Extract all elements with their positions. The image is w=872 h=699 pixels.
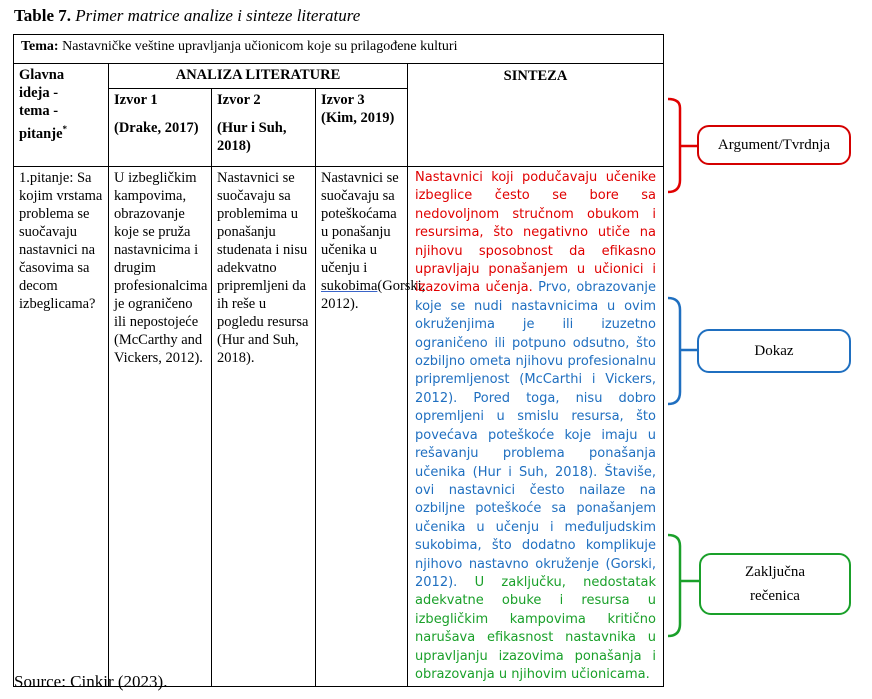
question-cell: 1.pitanje: Sa kojim vrstama problema se … — [13, 165, 109, 688]
source-2-label: Izvor 2 — [217, 92, 261, 108]
main-idea-line-2: ideja - — [19, 85, 59, 101]
argument-label-box: Argument/Tvrdnja — [697, 125, 851, 165]
footnote-mark: * — [62, 124, 68, 134]
evidence-label-box: Dokaz — [697, 329, 851, 373]
tema-text: Nastavničke veštine upravljanja učionico… — [62, 39, 458, 54]
underlined-word: sukobima — [321, 278, 378, 294]
source-2-cell: Nastavnici se suočavaju sa problemima u … — [211, 165, 316, 688]
source-2-ref: (Hur i Suh, 2018) — [217, 120, 287, 154]
sources-row: Izvor 1 (Drake, 2017) Izvor 2 (Hur i Suh… — [14, 88, 664, 167]
synthesis-header: SINTEZA — [407, 63, 664, 167]
tema-cell: Tema: Nastavničke veštine upravljanja uč… — [13, 34, 664, 64]
source-1-ref: (Drake, 2017) — [114, 120, 199, 136]
main-idea-line-1: Glavna — [19, 67, 65, 83]
source-1-label: Izvor 1 — [114, 92, 158, 108]
source-1-cell: U izbegličkim kampovima, obrazovanje koj… — [108, 165, 212, 688]
conclusion-label-box: Zaključna rečenica — [699, 553, 851, 615]
evidence-bracket — [667, 296, 682, 406]
table-number: Table 7. — [14, 6, 72, 25]
conclusion-bracket — [667, 533, 682, 638]
evidence-label: Dokaz — [754, 343, 794, 359]
source-3-header: Izvor 3 (Kim, 2019) — [315, 88, 408, 167]
literature-matrix-table: Tema: Nastavničke veštine upravljanja uč… — [13, 34, 664, 688]
source-3-label: Izvor 3 — [321, 92, 365, 108]
tema-row: Tema: Nastavničke veštine upravljanja uč… — [13, 34, 664, 64]
conclusion-label-line-1: Zaključna — [745, 564, 805, 580]
source-3-cell: Nastavnici se suočavaju sa poteškoćama u… — [315, 165, 425, 688]
source-2-header: Izvor 2 (Hur i Suh, 2018) — [211, 88, 316, 167]
argument-label: Argument/Tvrdnja — [717, 137, 831, 153]
synthesis-evidence: Prvo, obrazovanje koje se nudi nastavnic… — [415, 280, 656, 590]
argument-bracket — [667, 97, 682, 194]
question-row: 1.pitanje: Sa kojim vrstama problema se … — [13, 165, 664, 688]
header-row: Glavna ideja - tema - pitanje* ANALIZA L… — [13, 63, 664, 167]
main-idea-header: Glavna ideja - tema - pitanje* — [13, 63, 109, 167]
synthesis-argument: Nastavnici koji podučavaju učenike izbeg… — [415, 170, 656, 296]
source-note: Source: Cinkir (2023). — [14, 672, 168, 691]
source-3-ref: (Kim, 2019) — [321, 110, 395, 126]
tema-label: Tema: — [21, 39, 59, 54]
synthesis-cell: Nastavnici koji podučavaju učenike izbeg… — [407, 165, 664, 688]
conclusion-label-line-2: rečenica — [750, 588, 800, 604]
main-idea-line-3: tema - — [19, 103, 59, 119]
main-idea-line-4: pitanje* — [19, 124, 68, 142]
table-caption: Table 7. Primer matrice analize i sintez… — [14, 6, 360, 26]
source-1-header: Izvor 1 (Drake, 2017) — [108, 88, 212, 167]
table-title: Primer matrice analize i sinteze literat… — [75, 6, 361, 25]
synthesis-conclusion: U zaključku, nedostatak adekvatne obuke … — [415, 574, 656, 682]
